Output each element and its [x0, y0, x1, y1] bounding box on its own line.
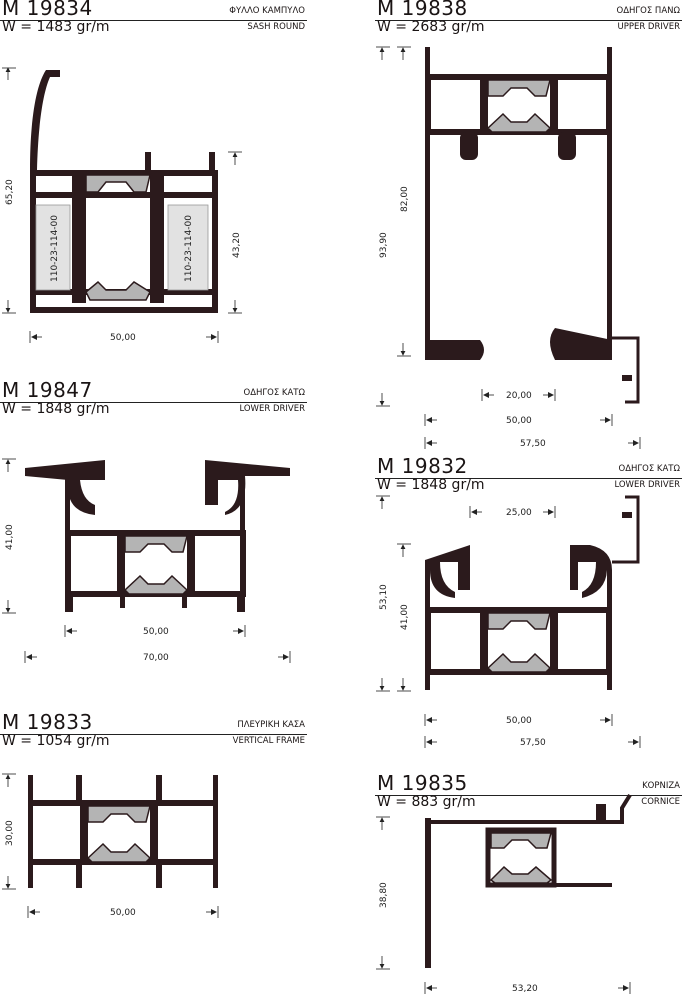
profile-code: M 19835: [377, 771, 468, 795]
dimension-height: 30,00: [5, 820, 15, 846]
profile-name-greek: ΚΟΡΝΙΖΑ: [642, 781, 680, 791]
profile-drawing-19834: 110-23-114-00 110-23-114-00 65,20 43,20 …: [2, 67, 242, 343]
insert-label: 110-23-114-00: [50, 215, 60, 282]
profile-code: M 19838: [377, 0, 468, 20]
dimension-total-height: 93,90: [379, 232, 389, 258]
profile-weight: W = 1483 gr/m: [2, 19, 110, 35]
profile-header-19834: M 19834 ΦΥΛΛΟ ΚΑΜΠΥΛΟ W = 1483 gr/m SASH…: [0, 0, 307, 40]
profile-drawing-19838: 93,90 82,00 20,00 50,00 57,50: [376, 46, 641, 449]
dimension-height: 41,00: [400, 604, 410, 630]
profile-code: M 19833: [2, 710, 93, 734]
profile-drawing-19835: 38,80 53,20: [376, 793, 632, 994]
dimension-width: 50,00: [506, 416, 532, 426]
profile-header-19847: M 19847 ΟΔΗΓΟΣ ΚΑΤΩ W = 1848 gr/m LOWER …: [0, 378, 307, 422]
profile-name-greek: ΟΔΗΓΟΣ ΚΑΤΩ: [618, 464, 680, 474]
profile-name-english: UPPER DRIVER: [617, 22, 680, 32]
dimension-width: 50,00: [110, 908, 136, 918]
profile-weight: W = 883 gr/m: [377, 794, 476, 810]
profile-name-greek: ΦΥΛΛΟ ΚΑΜΠΥΛΟ: [229, 6, 305, 16]
divider: [375, 795, 682, 796]
profile-header-19833: M 19833 ΠΛΕΥΡΙΚΗ ΚΑΣΑ W = 1054 gr/m VERT…: [0, 710, 307, 754]
profile-weight: W = 2683 gr/m: [377, 19, 485, 35]
profile-header-19832: M 19832 ΟΔΗΓΟΣ ΚΑΤΩ W = 1848 gr/m LOWER …: [375, 454, 682, 498]
profile-code: M 19832: [377, 454, 468, 478]
profile-name-english: LOWER DRIVER: [614, 480, 680, 490]
dimension-height: 82,00: [400, 186, 410, 212]
divider: [375, 20, 682, 21]
dimension-width: 50,00: [143, 627, 169, 637]
dimension-width: 50,00: [110, 333, 136, 343]
profile-name-greek: ΠΛΕΥΡΙΚΗ ΚΑΣΑ: [237, 720, 305, 730]
dimension-total-width: 57,50: [520, 439, 546, 449]
profile-header-19835: M 19835 ΚΟΡΝΙΖΑ W = 883 gr/m CORNICE: [375, 771, 682, 815]
profile-drawing-19833: 30,00 50,00: [2, 773, 219, 918]
profile-drawing-19847: 41,00 50,00 70,00: [2, 458, 291, 663]
dimension-width: 53,20: [512, 984, 538, 994]
profile-weight: W = 1054 gr/m: [2, 733, 110, 749]
dimension-height: 38,80: [379, 882, 389, 908]
divider: [0, 734, 307, 735]
divider: [375, 478, 682, 479]
profile-name-english: SASH ROUND: [247, 22, 305, 32]
profile-weight: W = 1848 gr/m: [377, 477, 485, 493]
dimension-height: 41,00: [5, 524, 15, 550]
dimension-gap: 25,00: [506, 508, 532, 518]
dimension-total-height: 53,10: [379, 584, 389, 610]
dimension-height: 65,20: [5, 179, 15, 205]
profile-weight: W = 1848 gr/m: [2, 401, 110, 417]
dimension-total-width: 70,00: [143, 653, 169, 663]
profile-name-english: VERTICAL FRAME: [232, 736, 305, 746]
profile-name-english: CORNICE: [641, 797, 680, 807]
profile-code: M 19847: [2, 378, 93, 402]
profile-drawing-19832: 25,00 53,10 41,00 50,00 57,50: [376, 495, 641, 748]
dimension-width: 50,00: [506, 716, 532, 726]
profile-code: M 19834: [2, 0, 93, 20]
dimension-frame-height: 43,20: [232, 232, 242, 258]
divider: [0, 402, 307, 403]
profile-name-greek: ΟΔΗΓΟΣ ΠΑΝΩ: [616, 6, 680, 16]
profile-name-greek: ΟΔΗΓΟΣ ΚΑΤΩ: [243, 388, 305, 398]
dimension-gap: 20,00: [506, 391, 532, 401]
profile-header-19838: M 19838 ΟΔΗΓΟΣ ΠΑΝΩ W = 2683 gr/m UPPER …: [375, 0, 682, 40]
profile-name-english: LOWER DRIVER: [239, 404, 305, 414]
divider: [0, 20, 307, 21]
dimension-total-width: 57,50: [520, 738, 546, 748]
insert-label: 110-23-114-00: [184, 215, 194, 282]
